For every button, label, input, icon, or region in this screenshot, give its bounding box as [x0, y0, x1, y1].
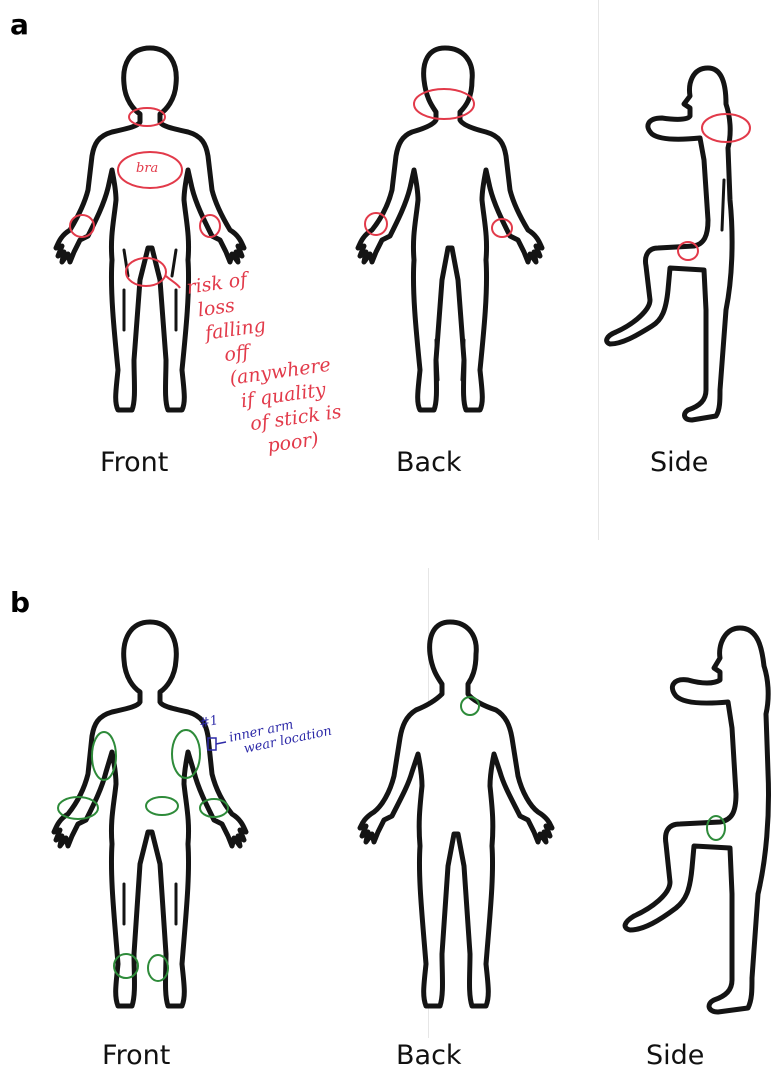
- panel-a-side-figure: [596, 60, 766, 434]
- inner-arm-note-leader: [216, 742, 226, 744]
- bra-annotation: bra: [136, 157, 158, 181]
- side-body-outline: [596, 60, 766, 430]
- risk-note: risk of loss falling off (anywhere if qu…: [185, 257, 346, 466]
- panel-a-letter: a: [10, 8, 29, 41]
- back-body-outline: [340, 40, 560, 430]
- panel-b-front-label: Front: [102, 1040, 170, 1071]
- panel-b-side-figure: [620, 618, 781, 1032]
- panel-b-front-figure: [40, 614, 260, 1028]
- back-body-outline-b: [346, 614, 566, 1024]
- side-body-outline-b: [620, 618, 781, 1028]
- panel-a-front-label: Front: [100, 447, 168, 478]
- panel-b-back-label: Back: [396, 1040, 462, 1071]
- panel-a-back-label: Back: [396, 447, 462, 478]
- panel-b-letter: b: [10, 586, 30, 619]
- panel-b-back-figure: [346, 614, 566, 1028]
- front-body-outline-b: [40, 614, 260, 1024]
- panel-b-side-label: Side: [646, 1040, 704, 1071]
- panel-a-back-figure: [340, 40, 560, 434]
- panel-a-side-label: Side: [650, 447, 708, 478]
